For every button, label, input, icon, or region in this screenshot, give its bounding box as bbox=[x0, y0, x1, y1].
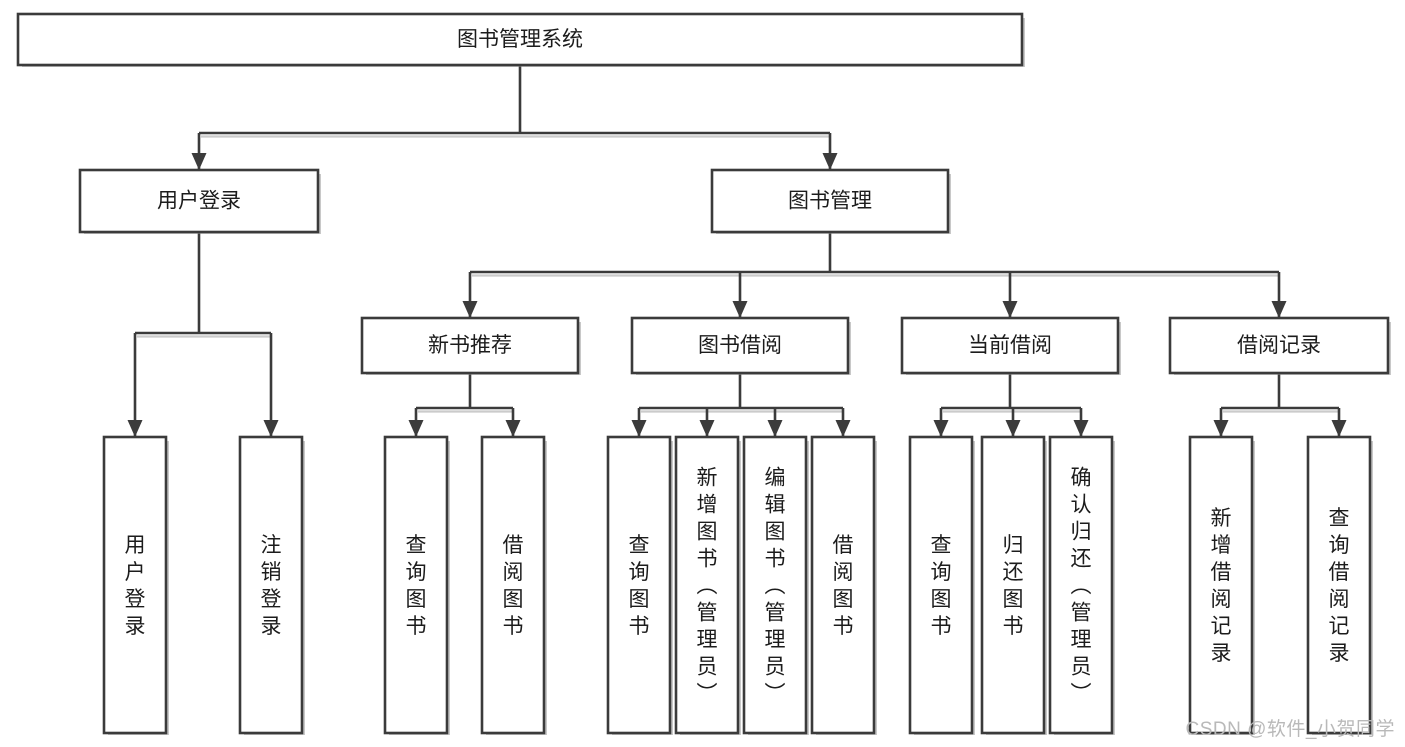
node-label: 新增借阅记录 bbox=[1211, 507, 1232, 665]
node-rect[interactable] bbox=[674, 435, 740, 735]
node-book-manage[interactable]: 图书管理 bbox=[710, 168, 951, 234]
node-rect[interactable] bbox=[480, 435, 546, 735]
node-leaf-query-book-1[interactable]: 查询图书 bbox=[383, 435, 450, 735]
node-root[interactable]: 图书管理系统 bbox=[16, 12, 1025, 67]
node-label: 借阅图书 bbox=[833, 534, 854, 638]
node-rect[interactable] bbox=[16, 12, 1024, 67]
edge-arrowhead bbox=[505, 420, 521, 437]
node-label: 新增图书︵管理员︶ bbox=[697, 467, 718, 706]
node-user-login[interactable]: 用户登录 bbox=[78, 168, 321, 234]
node-rect[interactable] bbox=[810, 435, 876, 735]
edge-arrowhead bbox=[462, 301, 478, 318]
node-rect[interactable] bbox=[980, 435, 1046, 735]
node-label: 注销登录 bbox=[261, 534, 282, 638]
node-rect[interactable] bbox=[908, 435, 974, 735]
node-rect[interactable] bbox=[383, 435, 449, 735]
edge-arrowhead bbox=[408, 420, 424, 437]
node-leaf-edit-book[interactable]: 编辑图书︵管理员︶ bbox=[742, 435, 809, 735]
node-label: 新书推荐 bbox=[428, 334, 512, 357]
node-label: 编辑图书︵管理员︶ bbox=[765, 467, 786, 706]
node-label: 借阅记录 bbox=[1237, 334, 1321, 357]
node-rect[interactable] bbox=[78, 168, 320, 234]
node-label: 查询图书 bbox=[629, 534, 650, 638]
node-rect[interactable] bbox=[360, 316, 580, 375]
node-label: 图书借阅 bbox=[698, 334, 782, 357]
node-leaf-query-book-3[interactable]: 查询图书 bbox=[908, 435, 975, 735]
node-leaf-add-record[interactable]: 新增借阅记录 bbox=[1188, 435, 1255, 735]
node-rect[interactable] bbox=[1188, 435, 1254, 735]
node-book-borrow[interactable]: 图书借阅 bbox=[630, 316, 851, 375]
edge-arrowhead bbox=[1002, 301, 1018, 318]
edge-arrowhead bbox=[835, 420, 851, 437]
connectors-layer bbox=[127, 65, 1347, 437]
node-leaf-user-logout[interactable]: 注销登录 bbox=[238, 435, 305, 735]
edge-arrowhead bbox=[822, 153, 838, 170]
node-leaf-user-login[interactable]: 用户登录 bbox=[102, 435, 169, 735]
node-rect[interactable] bbox=[1048, 435, 1114, 735]
node-new-book-rec[interactable]: 新书推荐 bbox=[360, 316, 581, 375]
edge-arrowhead bbox=[631, 420, 647, 437]
edge-arrowhead bbox=[732, 301, 748, 318]
edge-arrowhead bbox=[699, 420, 715, 437]
node-leaf-borrow-book-1[interactable]: 借阅图书 bbox=[480, 435, 547, 735]
node-leaf-add-book[interactable]: 新增图书︵管理员︶ bbox=[674, 435, 741, 735]
node-rect[interactable] bbox=[742, 435, 808, 735]
node-borrow-record[interactable]: 借阅记录 bbox=[1168, 316, 1391, 375]
edge-arrowhead bbox=[767, 420, 783, 437]
node-label: 查询图书 bbox=[931, 534, 952, 638]
node-rect[interactable] bbox=[710, 168, 950, 234]
node-leaf-confirm-return[interactable]: 确认归还︵管理员︶ bbox=[1048, 435, 1115, 735]
node-label: 借阅图书 bbox=[503, 534, 524, 638]
edge-arrowhead bbox=[1005, 420, 1021, 437]
boxes-layer: 图书管理系统用户登录图书管理新书推荐图书借阅当前借阅借阅记录用户登录注销登录查询… bbox=[16, 12, 1391, 735]
node-rect[interactable] bbox=[900, 316, 1120, 375]
node-label: 查询借阅记录 bbox=[1329, 507, 1350, 665]
node-rect[interactable] bbox=[102, 435, 168, 735]
edge-arrowhead bbox=[127, 420, 143, 437]
node-current-borrow[interactable]: 当前借阅 bbox=[900, 316, 1121, 375]
edge-arrowhead bbox=[263, 420, 279, 437]
edge-arrowhead bbox=[1073, 420, 1089, 437]
node-label: 图书管理 bbox=[788, 190, 872, 213]
node-leaf-borrow-book-2[interactable]: 借阅图书 bbox=[810, 435, 877, 735]
edge-arrowhead bbox=[191, 153, 207, 170]
node-rect[interactable] bbox=[238, 435, 304, 735]
node-rect[interactable] bbox=[630, 316, 850, 375]
node-label: 归还图书 bbox=[1003, 534, 1024, 638]
node-label: 图书管理系统 bbox=[457, 28, 583, 51]
edge-arrowhead bbox=[1331, 420, 1347, 437]
node-label: 用户登录 bbox=[125, 534, 146, 638]
edge-arrowhead bbox=[1271, 301, 1287, 318]
node-label: 用户登录 bbox=[157, 190, 241, 213]
edge-arrowhead bbox=[1213, 420, 1229, 437]
node-leaf-query-record[interactable]: 查询借阅记录 bbox=[1306, 435, 1373, 735]
node-label: 确认归还︵管理员︶ bbox=[1071, 467, 1092, 706]
node-rect[interactable] bbox=[1306, 435, 1372, 735]
edge-arrowhead bbox=[933, 420, 949, 437]
node-leaf-query-book-2[interactable]: 查询图书 bbox=[606, 435, 673, 735]
node-leaf-return-book[interactable]: 归还图书 bbox=[980, 435, 1047, 735]
node-rect[interactable] bbox=[1168, 316, 1390, 375]
node-label: 查询图书 bbox=[406, 534, 427, 638]
node-rect[interactable] bbox=[606, 435, 672, 735]
node-label: 当前借阅 bbox=[968, 334, 1052, 357]
